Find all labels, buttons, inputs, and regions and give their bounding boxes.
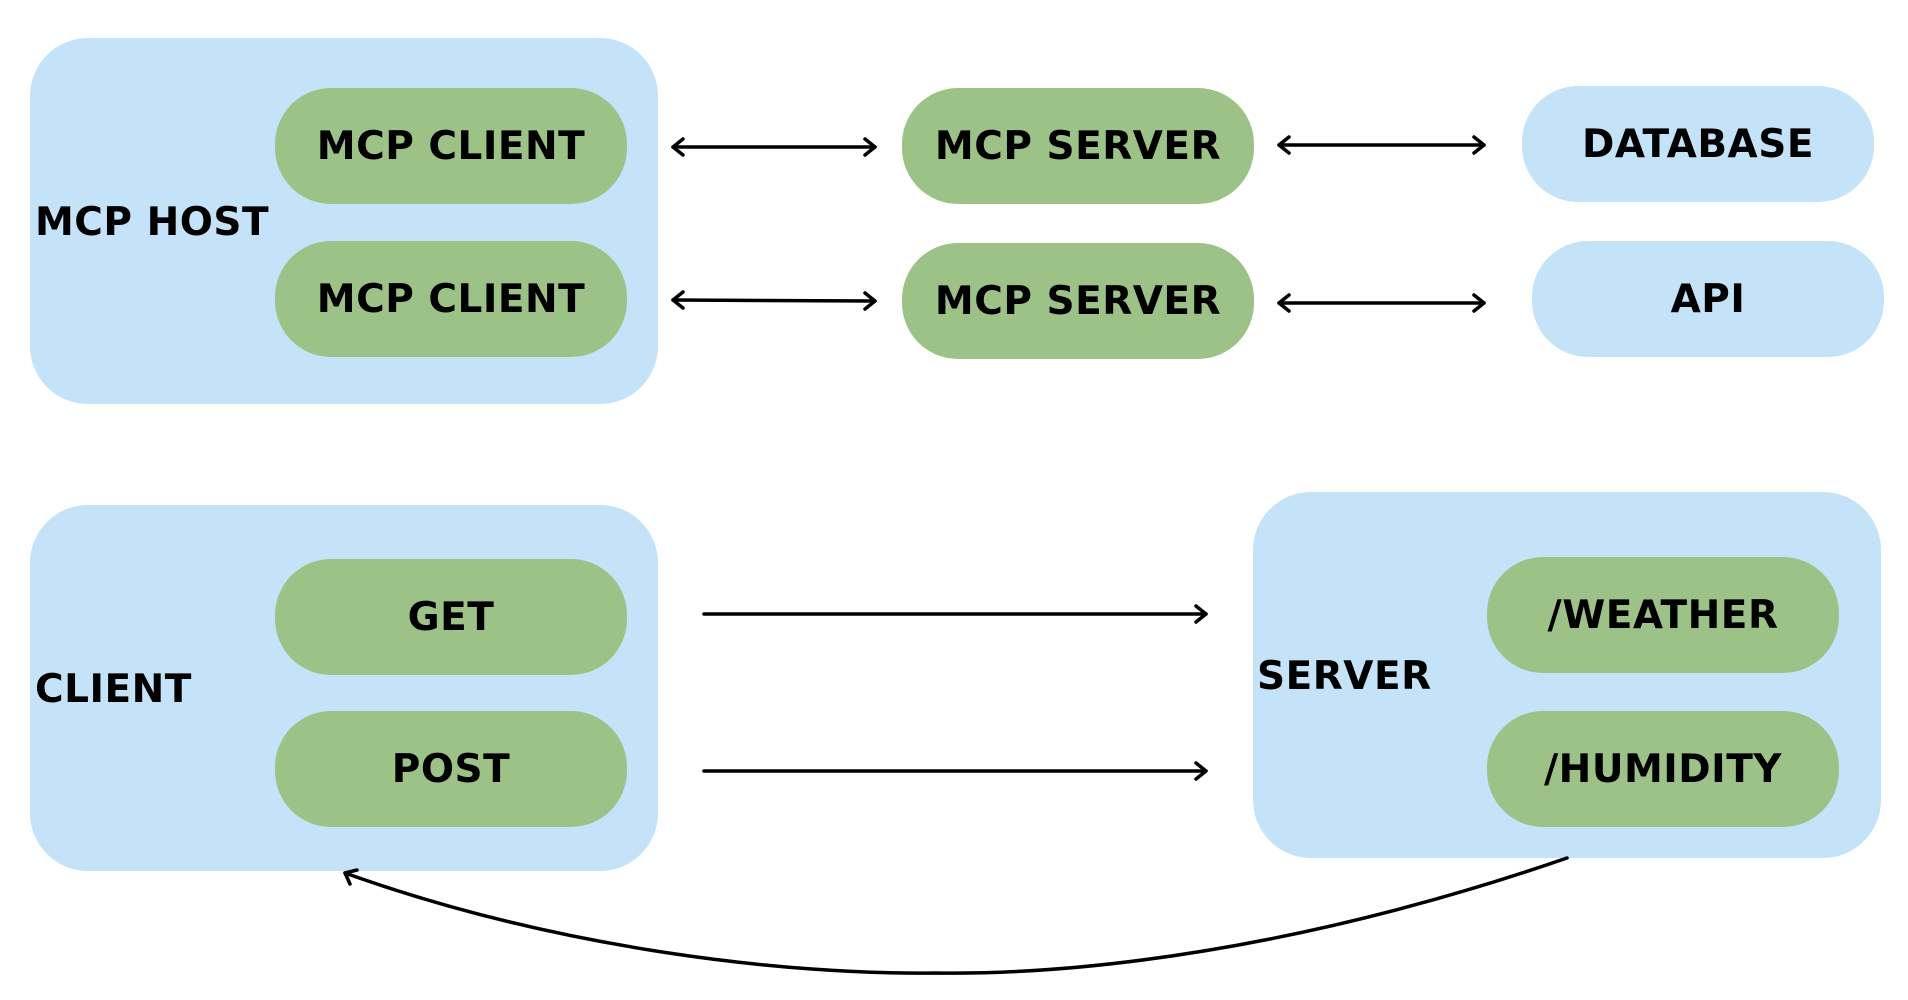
humidity-endpoint-node: /HUMIDITY: [1487, 711, 1839, 827]
mcp-client-node-2: MCP CLIENT: [275, 241, 627, 357]
api-label: API: [1670, 276, 1746, 322]
client-label: CLIENT: [35, 667, 192, 712]
mcp-client-node-1: MCP CLIENT: [275, 88, 627, 204]
server-label: SERVER: [1257, 654, 1432, 699]
get-to-server-arrow: [702, 604, 1208, 624]
post-to-server-arrow: [702, 761, 1208, 781]
client2-server2-arrow: [671, 290, 877, 311]
mcp-server-label: MCP SERVER: [934, 278, 1222, 324]
mcp-host-label: MCP HOST: [35, 200, 270, 245]
weather-endpoint-label: /WEATHER: [1547, 592, 1779, 638]
mcp-server-node-2: MCP SERVER: [902, 243, 1254, 359]
client1-server1-arrow: [671, 137, 877, 157]
post-method-node: POST: [275, 711, 627, 827]
mcp-client-label: MCP CLIENT: [316, 123, 586, 169]
server1-database-arrow: [1277, 135, 1486, 155]
weather-endpoint-node: /WEATHER: [1487, 557, 1839, 673]
database-label: DATABASE: [1582, 121, 1814, 167]
mcp-client-label: MCP CLIENT: [316, 276, 586, 322]
mcp-server-label: MCP SERVER: [934, 123, 1222, 169]
mcp-server-node-1: MCP SERVER: [902, 88, 1254, 204]
database-node: DATABASE: [1522, 86, 1874, 202]
get-label: GET: [407, 594, 495, 640]
server2-api-arrow: [1277, 293, 1486, 313]
server-to-client-return-arrow: [343, 856, 1569, 975]
api-node: API: [1532, 241, 1884, 357]
post-label: POST: [391, 746, 511, 792]
humidity-endpoint-label: /HUMIDITY: [1543, 746, 1783, 792]
get-method-node: GET: [275, 559, 627, 675]
